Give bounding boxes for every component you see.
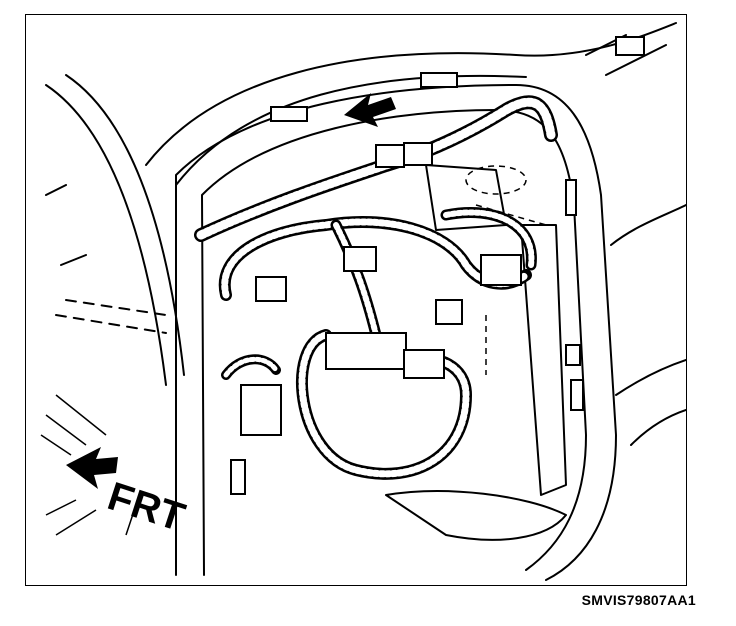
- connector: [375, 144, 405, 168]
- connector: [435, 299, 463, 325]
- connector: [255, 276, 287, 302]
- figure-caption: SMVIS79807AA1: [581, 592, 696, 608]
- connector: [480, 254, 522, 286]
- lower-trim: [385, 490, 567, 541]
- connector: [403, 349, 445, 379]
- harness-routing-arrow-icon: [344, 93, 396, 127]
- illustration-frame: FRT: [25, 14, 687, 586]
- panel-contour-left: [45, 84, 167, 386]
- connector: [343, 246, 377, 272]
- connectors: [230, 36, 645, 495]
- harness-illustration: FRT: [40, 22, 686, 581]
- module-connector: [240, 384, 282, 436]
- front-direction-arrow-icon: [40, 394, 137, 536]
- relay-block: [325, 332, 407, 370]
